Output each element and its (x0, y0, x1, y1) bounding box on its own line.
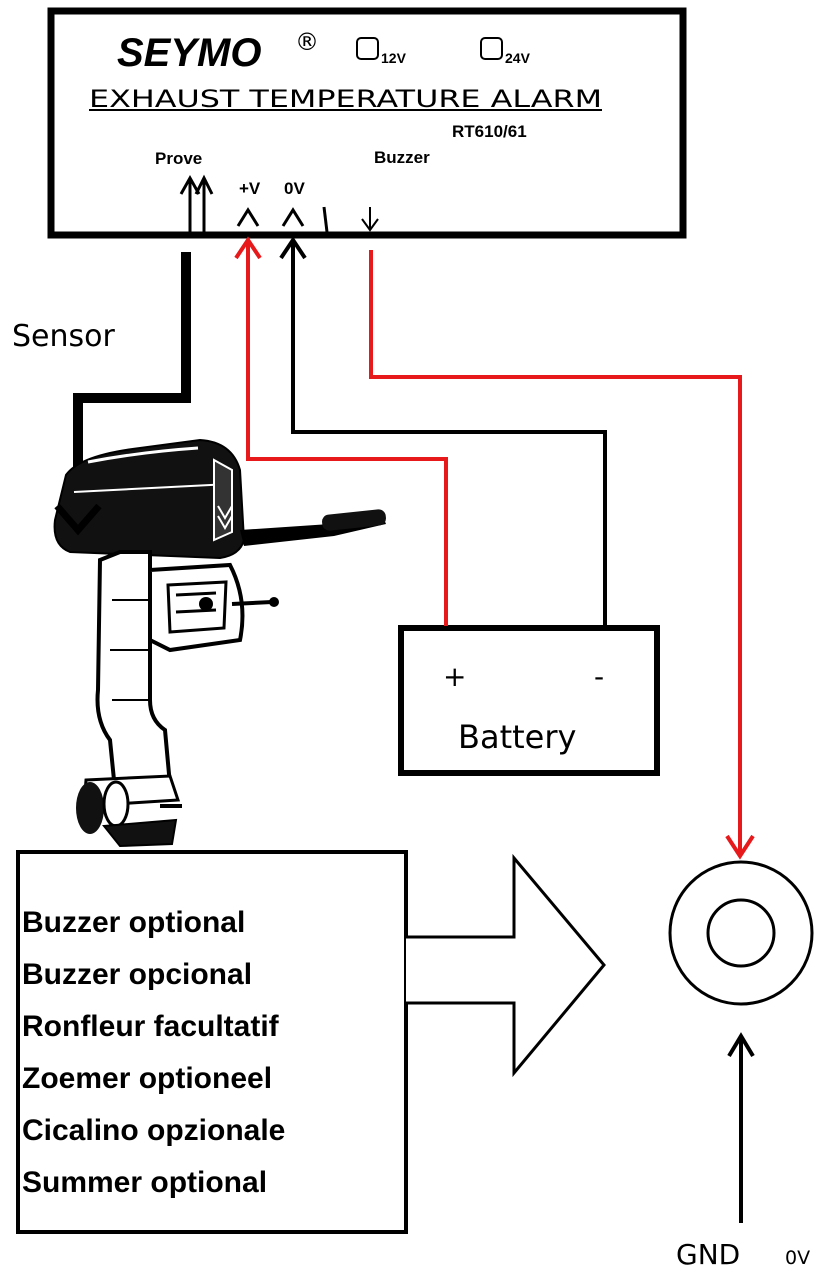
buzzer (668, 860, 814, 1006)
wire-positive (246, 240, 448, 626)
buzzer-optional-note: Buzzer optional Buzzer opcional Ronfleur… (16, 850, 606, 1234)
alarm-panel: SEYMO ® 12V 24V EXHAUST TEMPERATURE ALAR… (47, 7, 687, 239)
brand-name: SEYMO (117, 31, 261, 75)
gnd-label: GND (676, 1238, 740, 1271)
sensor-cable (73, 252, 191, 518)
buzzer-terminal-pin (322, 206, 329, 233)
outboard-motor-icon (53, 438, 386, 848)
gnd-wire-arrowhead (727, 1032, 755, 1058)
registered-mark: ® (295, 28, 319, 56)
0v-terminal-icon (281, 207, 305, 227)
battery: + - Battery (398, 625, 660, 776)
note-box (16, 850, 408, 1234)
note-line: Zoemer optioneel (22, 1062, 272, 1095)
battery-minus-terminal: - (594, 660, 604, 693)
wire-positive-arrowhead (234, 236, 262, 260)
option-24v-label: 24V (505, 50, 531, 66)
gnd-0v-label: 0V (785, 1247, 810, 1269)
prove-terminal-icon (179, 174, 214, 235)
wire-ground (291, 240, 607, 626)
terminal-label-plus-v: +V (239, 179, 261, 198)
battery-label: Battery (458, 718, 576, 756)
sensor-probe-arrow (54, 503, 102, 536)
wire-buzzer-arrowhead (725, 834, 755, 860)
plus-v-terminal-icon (236, 207, 260, 227)
note-line: Buzzer optional (22, 906, 245, 939)
note-line: Cicalino opzionale (22, 1114, 285, 1147)
buzzer-inner-ring (706, 898, 776, 968)
battery-box (398, 625, 660, 776)
note-line: Ronfleur facultatif (22, 1010, 280, 1043)
checkbox-12v[interactable] (356, 37, 379, 60)
model-number: RT610/61 (452, 122, 527, 141)
panel-title: EXHAUST TEMPERATURE ALARM (89, 85, 602, 113)
terminal-label-prove: Prove (155, 149, 202, 168)
option-12v-label: 12V (381, 50, 407, 66)
checkbox-24v[interactable] (480, 37, 503, 60)
buzzer-terminal-icon (361, 207, 379, 232)
note-line: Summer optional (22, 1166, 267, 1199)
wire-ground-arrowhead (279, 236, 307, 260)
sensor-label: Sensor (12, 319, 115, 354)
note-line: Buzzer opcional (22, 958, 252, 991)
wire-buzzer (369, 250, 742, 853)
battery-plus-terminal: + (443, 660, 466, 693)
terminal-label-buzzer: Buzzer (374, 148, 430, 167)
terminal-label-0v: 0V (284, 179, 305, 198)
note-pointer-arrow (406, 853, 606, 1078)
